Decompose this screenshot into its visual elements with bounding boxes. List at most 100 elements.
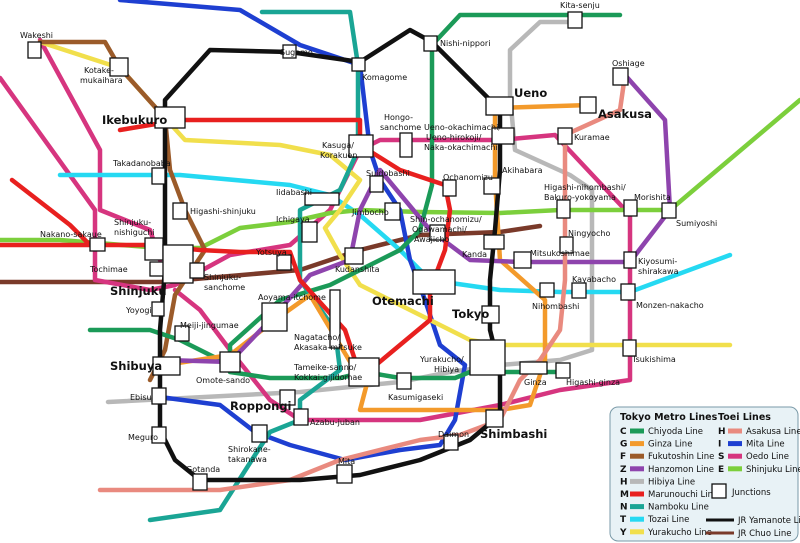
junction-ningyocho[interactable] [559,236,574,254]
label-uenookachi-3: Naka-okachimachi [424,143,498,152]
junction-meiji[interactable] [174,325,190,342]
legend-junction-symbol [711,483,727,499]
label-mita: Mita [338,457,355,466]
junction-iidabashi[interactable] [304,192,340,206]
junction-tochimae[interactable] [149,261,165,277]
junction-kotake[interactable] [109,57,129,77]
legend-metro-row-name: Yurakucho Line [647,528,712,538]
junction-azabu[interactable] [293,408,309,426]
junction-roppongi[interactable] [279,389,296,406]
junction-daimon[interactable] [443,434,459,451]
junction-kitasenju[interactable] [567,11,583,29]
junction-higashiginza[interactable] [555,362,571,379]
junction-gotanda[interactable] [192,473,208,491]
junction-morishita[interactable] [623,199,638,217]
junction-kiyosumi[interactable] [623,251,637,269]
junction-yurakucho[interactable] [469,339,506,376]
junction-ochanomizu[interactable] [442,179,457,197]
junction-sugamo[interactable] [282,44,297,59]
junction-kanda[interactable] [483,234,505,250]
junction-higashishinjuku[interactable] [172,202,188,220]
junction-aoyama[interactable] [261,302,288,332]
legend-metro-row-code: F [620,452,626,462]
junction-kayabacho[interactable] [571,282,587,299]
junction-shibuya[interactable] [152,356,181,376]
label-shinjukunishi: Shinjuku- [114,218,151,227]
junction-komagome[interactable] [351,57,366,72]
line-ginza [162,102,593,413]
junction-kasuga[interactable] [348,134,374,158]
junction-ueno[interactable] [485,96,514,116]
junction-wakeshi[interactable] [27,41,42,59]
label-tameike-2: Kokkai-gijidomae [294,373,362,382]
junction-omotesando[interactable] [219,351,241,373]
junctions [27,11,677,491]
junction-hongo[interactable] [399,132,413,158]
label-aoyama: Aoyama-itchome [258,293,326,302]
junction-yoyogi[interactable] [151,301,165,317]
label-komagome: Komagome [362,73,407,82]
label-monzen: Monzen-nakacho [636,301,704,310]
junction-shinochanomizu[interactable] [429,224,446,241]
junction-suidobashi[interactable] [369,175,384,193]
legend-metro-row-code: Y [619,528,627,538]
label-higashishinjuku: Higashi-shinjuku [190,207,256,216]
junction-ginza[interactable] [519,361,548,375]
junction-nihombashi[interactable] [539,282,555,298]
junction-shinjuku[interactable] [162,244,194,284]
junction-shinjukunishi[interactable] [144,237,164,261]
junction-shinjukusanchome[interactable] [189,262,205,279]
junction-ikebukuro[interactable] [154,106,186,129]
label-ningyocho: Ningyocho [568,229,610,238]
junction-sumiyoshi[interactable] [661,202,677,219]
junction-uenookachi[interactable] [491,127,515,145]
label-shimbashi: Shimbashi [480,427,547,441]
label-nihombashi: Nihombashi [532,302,579,311]
label-ueno: Ueno [514,86,547,100]
junction-tameike[interactable] [348,357,380,387]
junction-nishinippori[interactable] [423,35,438,52]
legend-toei-row-code: I [718,440,721,450]
label-roppongi: Roppongi [230,399,291,413]
junction-tsukishima[interactable] [622,339,637,357]
label-kiyosumi: Kiyosumi- [638,257,677,266]
junction-jimbocho[interactable] [384,202,401,221]
label-kitasenju: Kita-senju [560,1,600,10]
label-shinjukusanchome-2: sanchome [204,283,245,292]
junction-nagatacho[interactable] [329,289,341,349]
junction-takadanobaba[interactable] [151,167,166,185]
label-suidobashi: Suidobashi [366,169,410,178]
junction-shirokane[interactable] [251,424,268,443]
label-ginza: Ginza [524,378,547,387]
junction-mita[interactable] [336,464,353,484]
junction-kudanshita[interactable] [344,247,364,265]
junction-oshiage[interactable] [612,67,629,86]
junction-kuramae[interactable] [557,127,573,145]
junction-nakanosakaue[interactable] [89,237,106,252]
label-tsukishima: Tsukishima [631,355,676,364]
label-kasuga-2: Korakuen [320,151,357,160]
junction-yotsuya[interactable] [276,254,292,271]
label-omotesando: Omote-sando [196,376,250,385]
junction-shimbashi[interactable] [485,409,504,428]
legend-metro-row-name: Namboku Line [648,503,709,513]
junction-ichigaya[interactable] [301,221,318,243]
junction-tokyo[interactable] [481,305,500,324]
junction-mitsukoshimae[interactable] [513,251,532,269]
junction-meguro[interactable] [151,426,167,444]
junction-otemachi[interactable] [412,269,456,295]
junction-higashinihonbashi[interactable] [556,199,571,219]
label-jimbocho: Jimbocho [351,208,389,217]
label-shinochanomizu: Shin-ochanomizu/ [410,215,482,224]
junction-kasumigaseki[interactable] [396,372,412,390]
label-yotsuya: Yotsuya [255,248,287,257]
junction-ebisu[interactable] [151,387,167,405]
legend-metro-row-code: Z [620,465,627,475]
junction-monzen[interactable] [620,283,636,301]
label-morishita: Morishita [634,193,671,202]
junction-akihabara[interactable] [483,177,501,195]
label-shirokane-2: takanawa [228,455,267,464]
label-nakanosakaue: Nakano-sakaue [40,230,102,239]
junction-asakusa[interactable] [579,96,597,114]
